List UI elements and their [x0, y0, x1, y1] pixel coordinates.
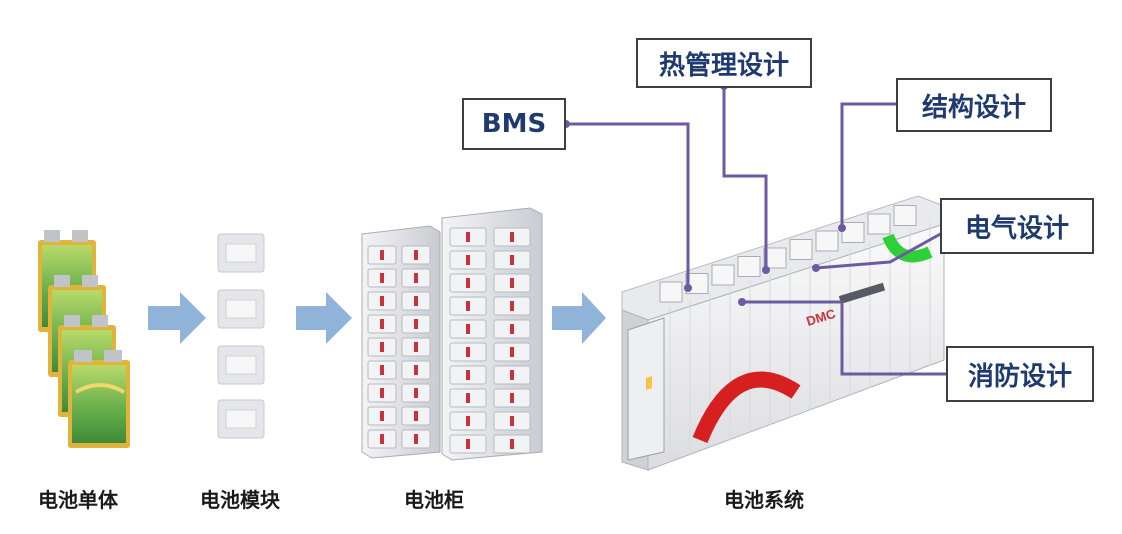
container-top-unit [893, 205, 917, 226]
container-top-unit [659, 281, 683, 303]
battery-module [217, 233, 265, 273]
container-top-unit [711, 264, 735, 286]
callout-bms: BMS [462, 98, 566, 150]
cabinet-slot-marker [510, 324, 514, 334]
connector-structure [840, 102, 900, 228]
cabinet-slot-marker [466, 370, 470, 380]
cabinet-slot-marker [380, 411, 384, 421]
battery-module [217, 289, 265, 329]
cabinet-slot-marker [510, 255, 514, 265]
container-top-unit [789, 239, 813, 260]
cabinet-slot-marker [380, 365, 384, 375]
cabinet-slot-marker [414, 319, 418, 329]
callout-fire-protection: 消防设计 [946, 346, 1094, 402]
cabinet-slot-marker [510, 278, 514, 288]
callout-structure: 结构设计 [896, 78, 1052, 132]
container-top-unit [867, 213, 891, 235]
cabinet-slot-marker [510, 416, 514, 426]
cabinet-slot-marker [414, 388, 418, 398]
cabinet-slot-marker [414, 411, 418, 421]
connector-fire [742, 300, 950, 376]
flow-arrow-3 [552, 292, 606, 344]
cabinet-slot-marker [510, 232, 514, 242]
flow-arrow-2 [296, 292, 352, 344]
container-top-unit [737, 256, 761, 277]
battery-module [217, 399, 265, 439]
label-battery-system: 电池系统 [724, 488, 804, 512]
cabinet-slot-marker [466, 393, 470, 403]
cabinet-slot-marker [414, 250, 418, 260]
cabinet-slot-marker [380, 388, 384, 398]
cabinet-slot-marker [414, 434, 418, 444]
container-top-unit [815, 230, 839, 252]
cabinet-slot-marker [414, 273, 418, 283]
cabinet-slot-marker [466, 439, 470, 449]
battery-cabinet [441, 207, 543, 461]
label-battery-cabinet: 电池柜 [404, 488, 464, 512]
cabinet-slot-marker [380, 250, 384, 260]
connector-electrical [815, 230, 945, 270]
label-battery-cell: 电池单体 [38, 488, 118, 512]
cabinet-slot-marker [380, 319, 384, 329]
cabinet-slot-marker [414, 365, 418, 375]
cabinet-slot-marker [466, 255, 470, 265]
flow-arrow-1 [148, 292, 206, 344]
cabinet-slot-marker [466, 416, 470, 426]
cabinet-slot-marker [466, 301, 470, 311]
cabinet-slot-marker [466, 232, 470, 242]
callout-connectors [566, 86, 950, 376]
cabinet-slot-marker [414, 342, 418, 352]
cabinet-slot-marker [510, 301, 514, 311]
battery-container: DMC [621, 195, 945, 471]
connector-bms [566, 122, 690, 288]
cabinet-slot-marker [510, 393, 514, 403]
container-top-unit [763, 247, 787, 269]
cabinet-slot-marker [466, 347, 470, 357]
cabinet-slot-marker [510, 370, 514, 380]
battery-cabinet-pair [361, 207, 543, 461]
callout-electrical: 电气设计 [940, 198, 1094, 254]
callout-thermal-management: 热管理设计 [636, 38, 812, 88]
battery-module [217, 345, 265, 385]
battery-cell-stack [38, 230, 130, 448]
cabinet-slot-marker [380, 273, 384, 283]
connector-thermal [722, 86, 768, 270]
cabinet-slot-marker [510, 347, 514, 357]
cabinet-slot-marker [510, 439, 514, 449]
cabinet-slot-marker [380, 434, 384, 444]
container-top-unit [841, 222, 865, 243]
battery-cabinet [361, 225, 441, 459]
battery-module-stack [217, 233, 265, 439]
cabinet-slot-marker [380, 342, 384, 352]
label-battery-module: 电池模块 [200, 488, 280, 512]
cabinet-slot-marker [414, 296, 418, 306]
cabinet-slot-marker [380, 296, 384, 306]
cabinet-slot-marker [466, 324, 470, 334]
battery-cell [68, 350, 130, 448]
cabinet-slot-marker [466, 278, 470, 288]
